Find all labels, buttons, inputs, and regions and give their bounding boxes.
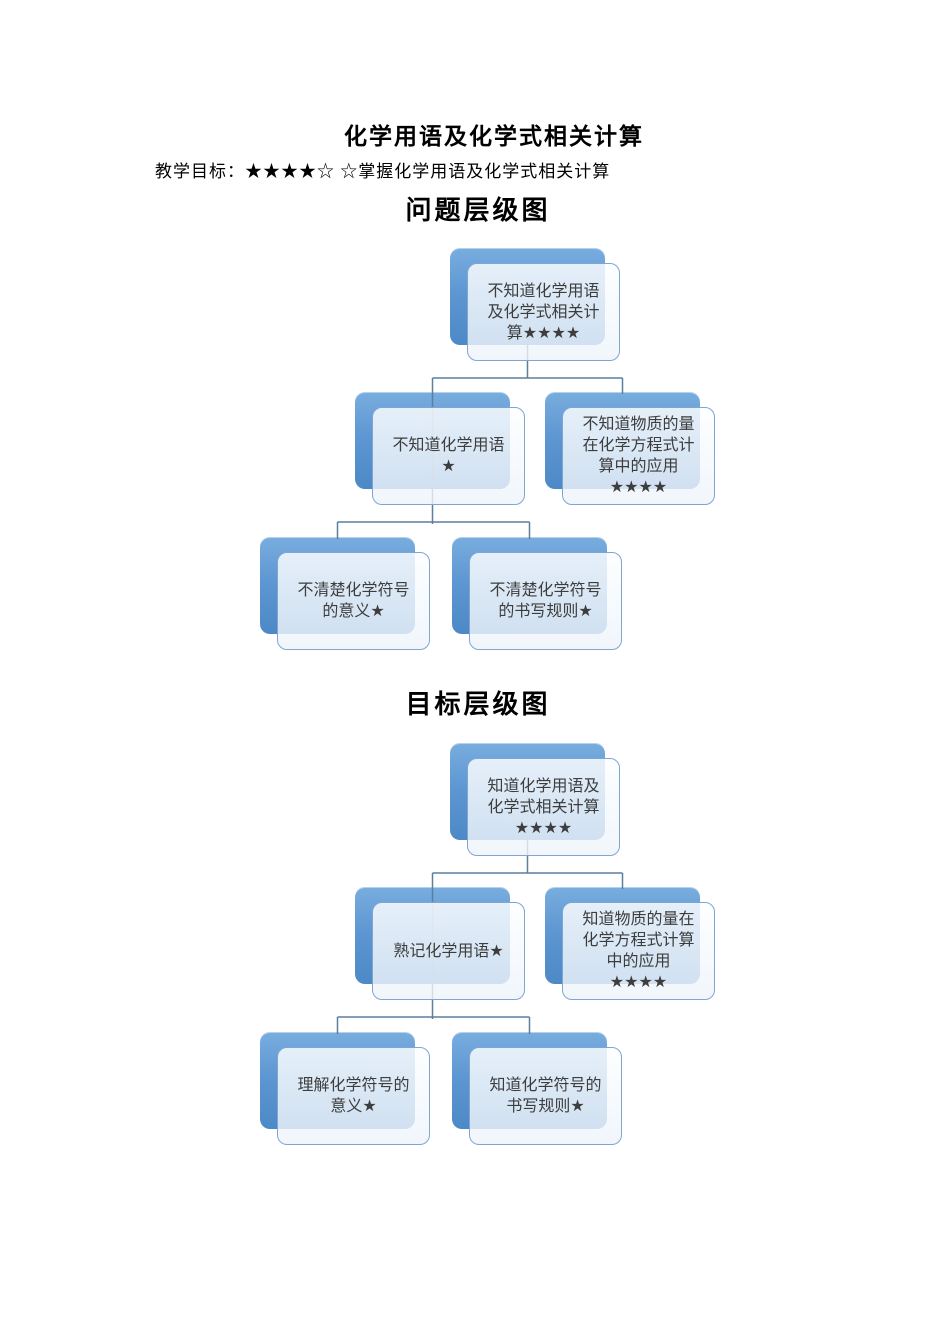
node-label: 知道化学用语及 化学式相关计算 ★★★★ xyxy=(487,777,600,837)
problem-hierarchy-heading: 问题层级图 xyxy=(405,195,551,225)
problem-root-node: 不知道化学用语 及化学式相关计 算★★★★ xyxy=(450,248,620,361)
node-face-shape: 不知道化学用语 及化学式相关计 算★★★★ xyxy=(467,263,620,361)
problem-grandchild-right-node: 不清楚化学符号 的书写规则★ xyxy=(452,537,622,650)
node-face-shape: 熟记化学用语★ xyxy=(372,902,525,1000)
node-face-shape: 不知道物质的量 在化学方程式计 算中的应用 ★★★★ xyxy=(562,407,715,505)
document-title: 化学用语及化学式相关计算 xyxy=(344,123,644,149)
node-face-shape: 理解化学符号的 意义★ xyxy=(277,1047,430,1145)
node-label: 不清楚化学符号 的书写规则★ xyxy=(489,582,602,620)
goal-grandchild-right-node: 知道化学符号的 书写规则★ xyxy=(452,1032,622,1145)
goal-root-node: 知道化学用语及 化学式相关计算 ★★★★ xyxy=(450,743,620,856)
problem-child-right-node: 不知道物质的量 在化学方程式计 算中的应用 ★★★★ xyxy=(545,392,715,505)
problem-child-left-node: 不知道化学用语 ★ xyxy=(355,392,525,505)
node-face-shape: 知道化学用语及 化学式相关计算 ★★★★ xyxy=(467,758,620,856)
node-label: 不知道化学用语 ★ xyxy=(392,437,505,475)
goal-grandchild-left-node: 理解化学符号的 意义★ xyxy=(260,1032,430,1145)
node-face-shape: 不清楚化学符号 的意义★ xyxy=(277,552,430,650)
node-face-shape: 知道化学符号的 书写规则★ xyxy=(469,1047,622,1145)
node-face-shape: 不知道化学用语 ★ xyxy=(372,407,525,505)
node-face-shape: 知道物质的量在 化学方程式计算 中的应用 ★★★★ xyxy=(562,902,715,1000)
problem-grandchild-left-node: 不清楚化学符号 的意义★ xyxy=(260,537,430,650)
goal-child-right-node: 知道物质的量在 化学方程式计算 中的应用 ★★★★ xyxy=(545,887,715,1000)
teaching-goal-line: 教学目标：★★★★☆ ☆掌握化学用语及化学式相关计算 xyxy=(155,162,611,181)
node-label: 知道化学符号的 书写规则★ xyxy=(489,1077,602,1115)
node-label: 理解化学符号的 意义★ xyxy=(297,1077,410,1115)
node-label: 熟记化学用语★ xyxy=(393,942,504,960)
goal-hierarchy-diagram: 知道化学用语及 化学式相关计算 ★★★★ 熟记化学用语★ 知道物质的量在 化学方… xyxy=(0,743,950,1155)
node-face-shape: 不清楚化学符号 的书写规则★ xyxy=(469,552,622,650)
goal-hierarchy-heading: 目标层级图 xyxy=(405,689,551,719)
node-label: 不知道化学用语 及化学式相关计 算★★★★ xyxy=(487,282,600,342)
node-label: 不清楚化学符号 的意义★ xyxy=(297,582,410,620)
problem-hierarchy-diagram: 不知道化学用语 及化学式相关计 算★★★★ 不知道化学用语 ★ 不知道物质的量 … xyxy=(0,248,950,660)
node-label: 不知道物质的量 在化学方程式计 算中的应用 ★★★★ xyxy=(582,416,695,496)
goal-child-left-node: 熟记化学用语★ xyxy=(355,887,525,1000)
node-label: 知道物质的量在 化学方程式计算 中的应用 ★★★★ xyxy=(582,911,695,991)
